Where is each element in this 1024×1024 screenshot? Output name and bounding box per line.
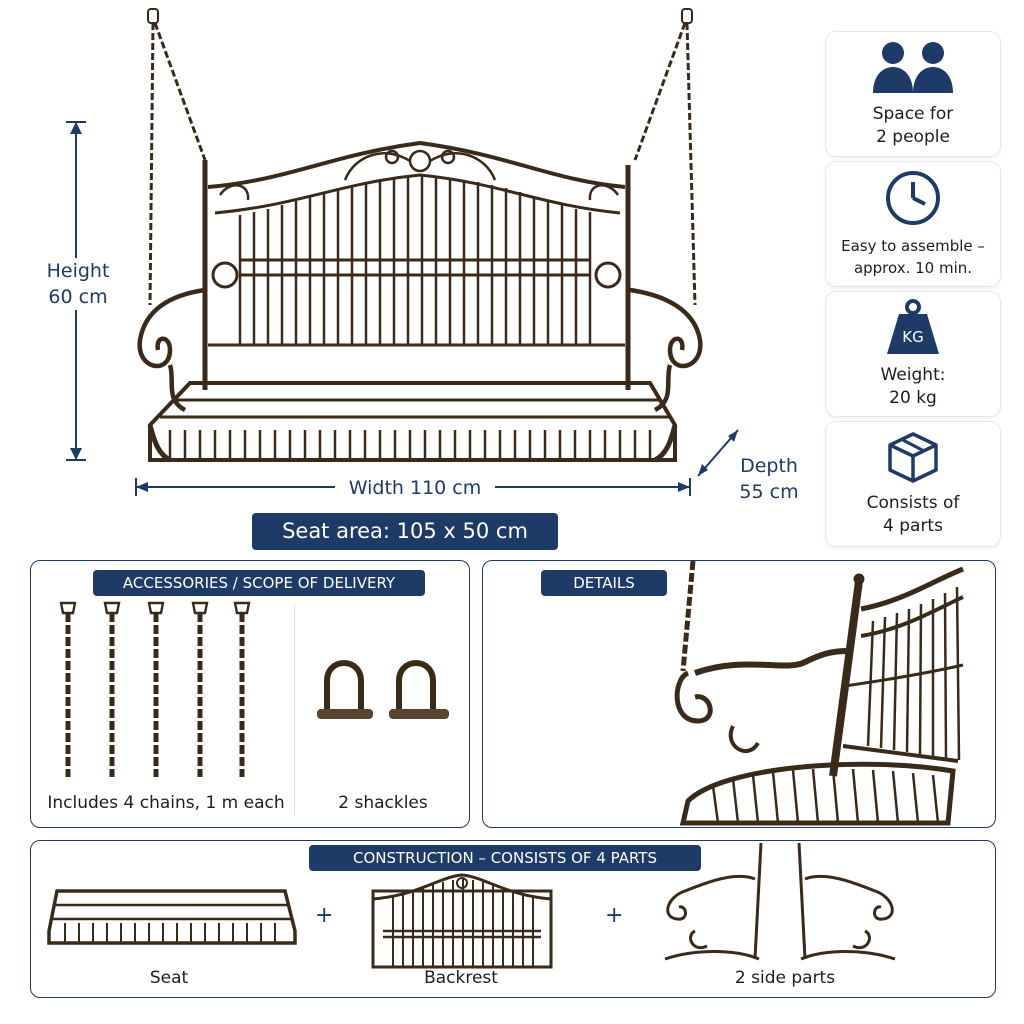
chain-right xyxy=(633,8,697,306)
part-label-seat: Seat xyxy=(149,968,189,988)
seat-area-banner: Seat area: 105 x 50 cm xyxy=(252,513,558,550)
chains-illustration xyxy=(59,601,251,777)
construction-panel: CONSTRUCTION – CONSISTS OF 4 PARTS Seat … xyxy=(30,840,996,998)
feature-line1: Consists of xyxy=(866,493,960,513)
height-label: Height 60 cm xyxy=(36,258,120,310)
feature-line1: Easy to assemble – xyxy=(841,237,985,255)
feature-line2: 20 kg xyxy=(889,388,937,408)
part-label-backrest: Backrest xyxy=(424,968,498,988)
details-panel: DETAILS xyxy=(482,560,996,828)
backrest-part-illustration xyxy=(371,873,553,969)
feature-line2: 4 parts xyxy=(883,516,943,536)
chains-caption: Includes 4 chains, 1 m each xyxy=(47,793,285,813)
feature-line1: Space for xyxy=(872,104,954,124)
side-parts-illustration xyxy=(664,842,896,961)
feature-line2: approx. 10 min. xyxy=(853,259,973,277)
box-icon xyxy=(888,432,938,483)
shackles-illustration xyxy=(317,660,449,719)
feature-line2: 2 people xyxy=(876,127,950,147)
part-label-side-parts: 2 side parts xyxy=(734,968,836,988)
details-title: DETAILS xyxy=(541,570,667,596)
feature-card-parts: Consists of 4 parts xyxy=(826,422,1000,546)
feature-card-weight: KG Weight: 20 kg xyxy=(826,292,1000,416)
depth-dimension-line xyxy=(697,429,739,477)
divider xyxy=(294,605,295,815)
detail-closeup-illustration xyxy=(674,561,964,826)
people-icon xyxy=(873,42,953,93)
svg-text:KG: KG xyxy=(902,328,923,346)
swing-bench-illustration xyxy=(137,8,703,463)
construction-title: CONSTRUCTION – CONSISTS OF 4 PARTS xyxy=(309,845,701,871)
accessories-title: ACCESSORIES / SCOPE OF DELIVERY xyxy=(93,570,425,596)
seat-part-illustration xyxy=(47,889,297,945)
plus-sign: + xyxy=(315,903,334,928)
feature-card-capacity: Space for 2 people xyxy=(826,32,1000,156)
shackles-caption: 2 shackles xyxy=(338,793,428,813)
accessories-panel: ACCESSORIES / SCOPE OF DELIVERY xyxy=(30,560,470,828)
clock-icon xyxy=(886,171,940,225)
kg-weight-icon: KG xyxy=(887,299,939,354)
feature-card-assembly: Easy to assemble – approx. 10 min. xyxy=(826,162,1000,286)
feature-line1: Weight: xyxy=(880,365,946,385)
depth-label: Depth 55 cm xyxy=(739,455,799,503)
plus-sign: + xyxy=(605,903,624,928)
chain-left xyxy=(147,8,207,306)
width-label: Width 110 cm xyxy=(335,475,495,501)
